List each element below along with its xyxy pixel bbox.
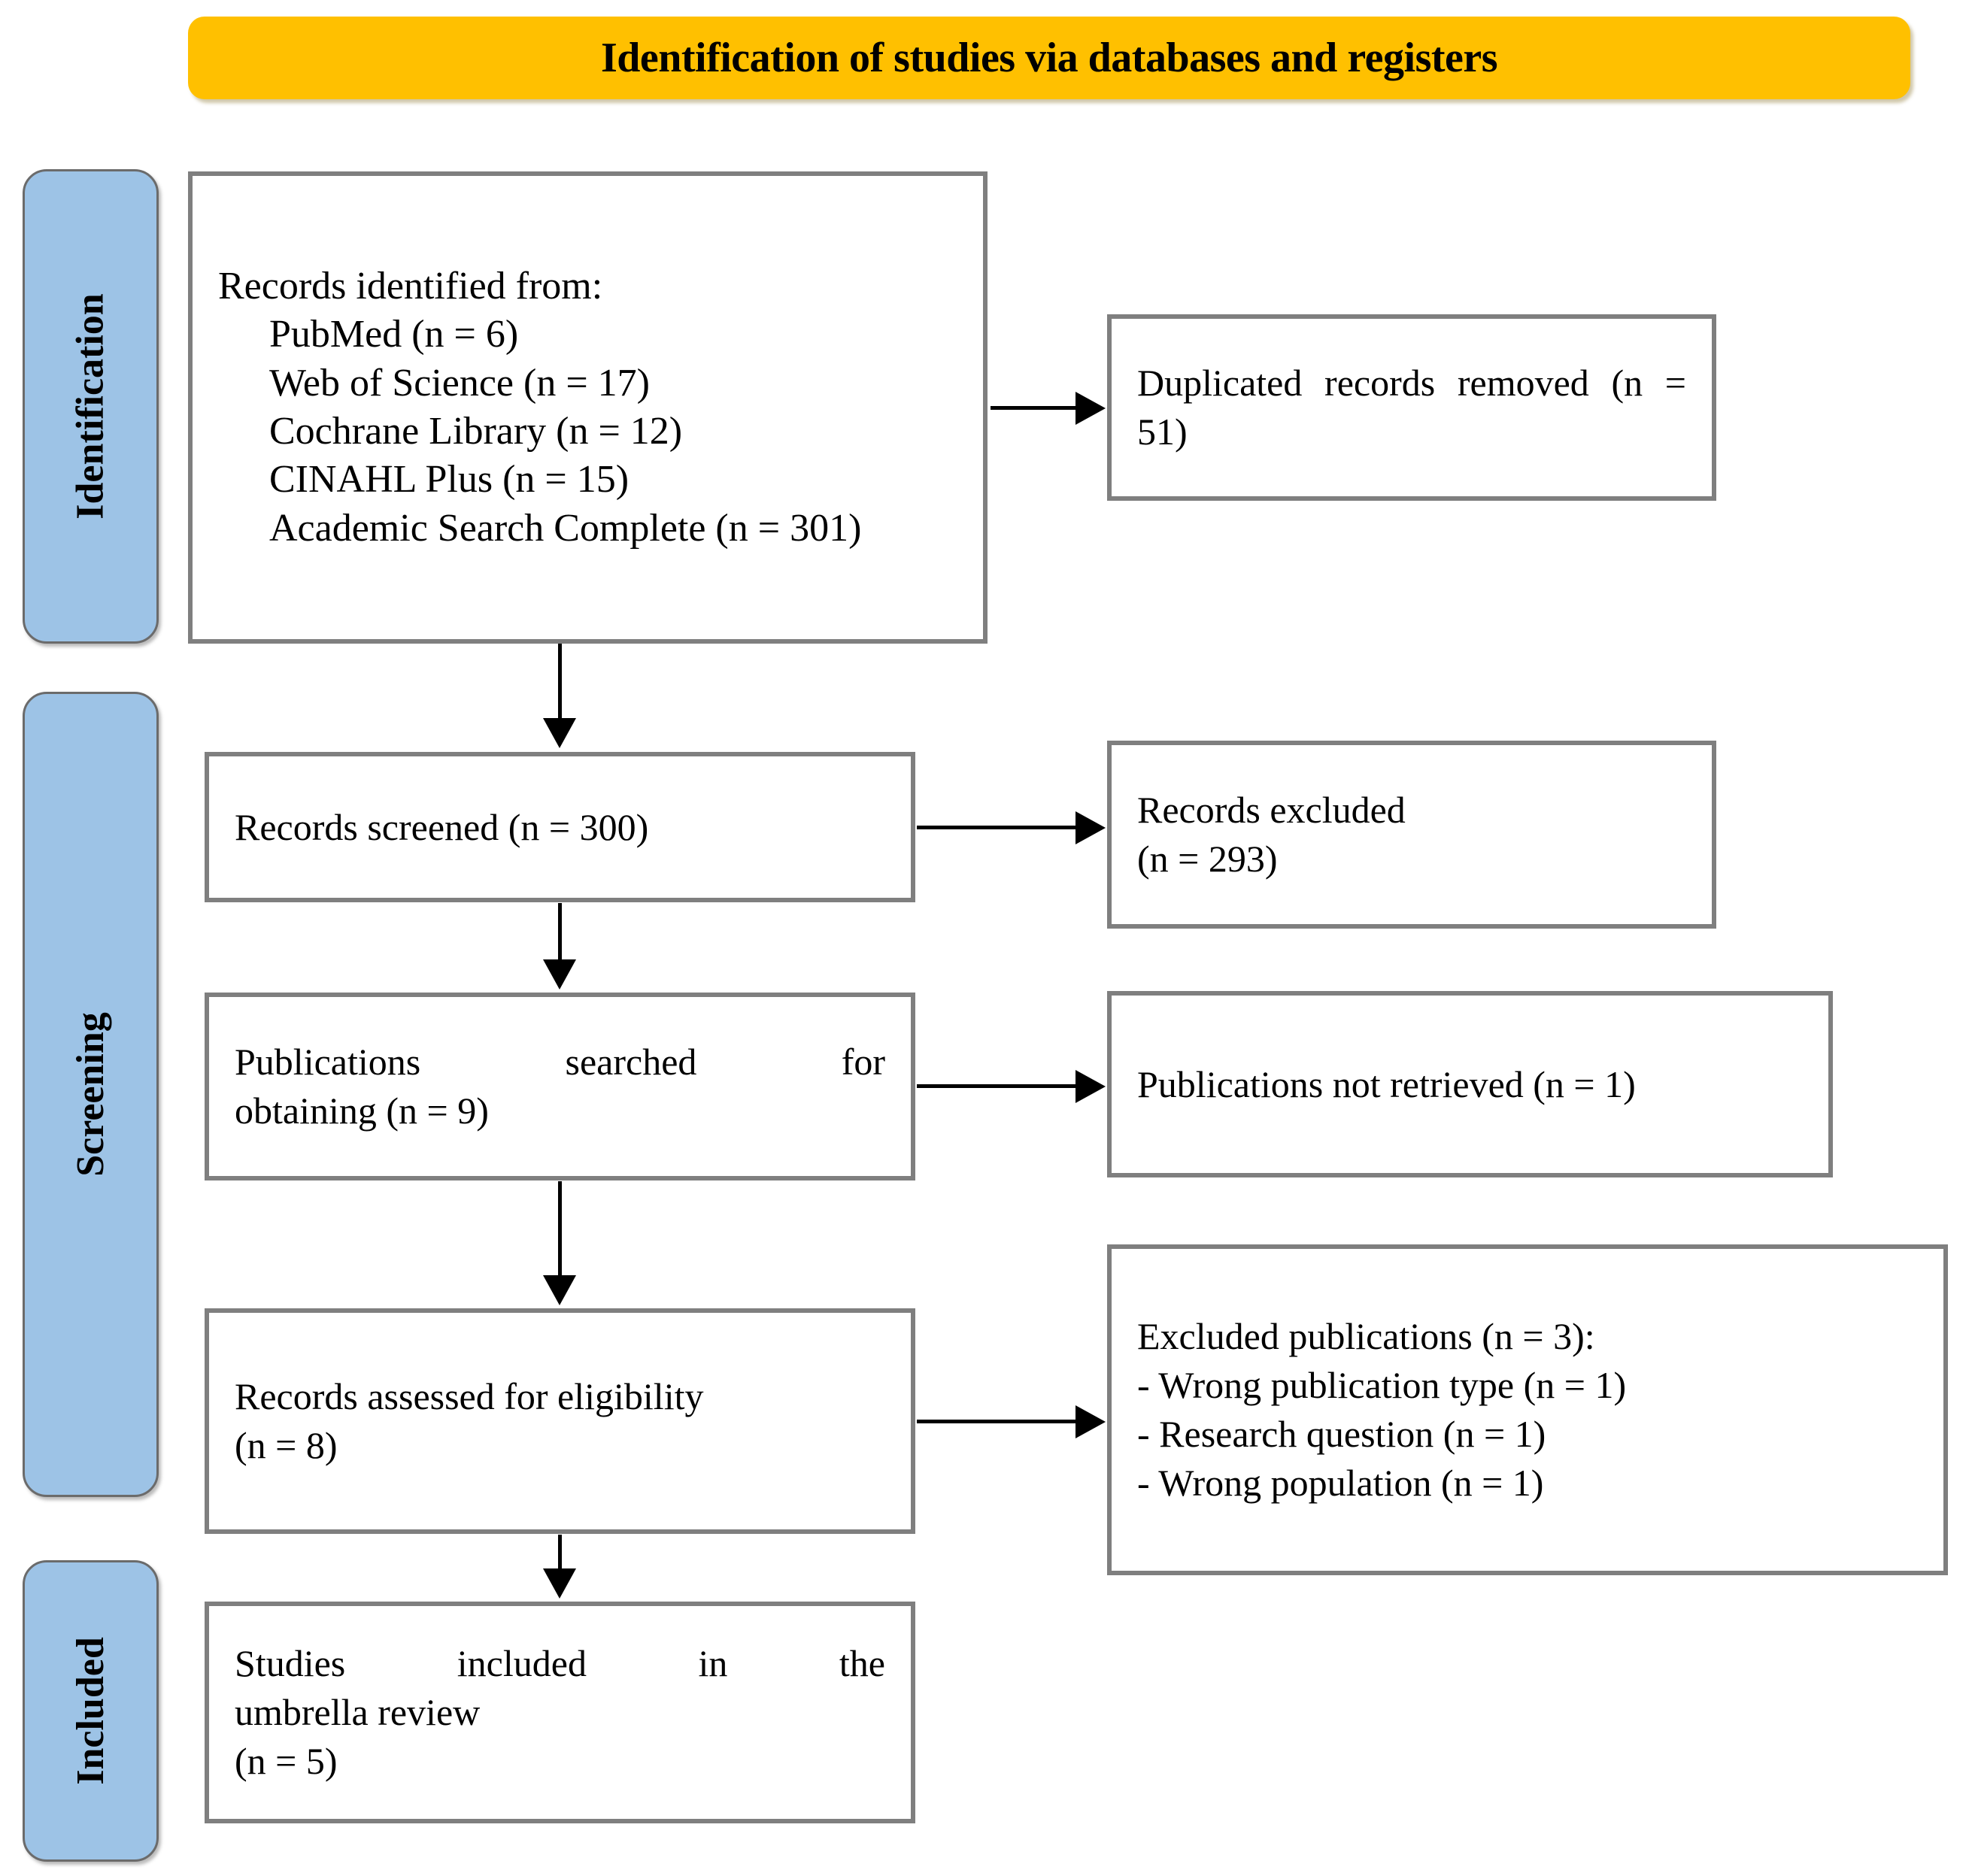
publications-searched-line1: Publications searched for: [235, 1041, 885, 1083]
page-title: Identification of studies via databases …: [600, 35, 1498, 81]
arrow-down-icon: [543, 1568, 576, 1599]
diagram-header-banner: Identification of studies via databases …: [188, 17, 1910, 99]
excluded-publications-heading: Excluded publications (n = 3):: [1137, 1315, 1595, 1357]
box-records-assessed-for-eligibility: Records assessed for eligibility (n = 8): [205, 1308, 915, 1534]
records-identified-heading: Records identified from:: [218, 264, 603, 308]
studies-included-count: (n = 5): [235, 1740, 338, 1782]
source-academic-search-complete: Academic Search Complete (n = 301): [269, 506, 862, 550]
excluded-reason-wrong-publication-type: - Wrong publication type (n = 1): [1137, 1364, 1627, 1406]
stage-label-included: Included: [23, 1560, 159, 1862]
arrow-right-icon: [1075, 1070, 1106, 1103]
arrow-right-icon: [1075, 811, 1106, 844]
source-web-of-science: Web of Science (n = 17): [269, 361, 650, 405]
duplicated-records-removed-text: Duplicated records removed (n = 51): [1137, 362, 1686, 453]
arrow-down-icon: [543, 718, 576, 748]
studies-included-line2: umbrella review: [235, 1691, 481, 1733]
stage-label-screening: Screening: [23, 692, 159, 1497]
box-records-screened: Records screened (n = 300): [205, 752, 915, 902]
box-records-identified: Records identified from: PubMed (n = 6) …: [188, 171, 988, 644]
connector-line: [558, 903, 562, 962]
arrow-down-icon: [543, 959, 576, 990]
connector-line: [558, 1535, 562, 1571]
records-assessed-label: Records assessed for eligibility: [235, 1375, 704, 1417]
box-duplicated-records-removed: Duplicated records removed (n = 51): [1107, 314, 1716, 501]
stage-label-identification-text: Identification: [69, 293, 113, 520]
box-excluded-publications: Excluded publications (n = 3): - Wrong p…: [1107, 1244, 1948, 1575]
records-excluded-count: (n = 293): [1137, 838, 1278, 880]
publications-not-retrieved-text: Publications not retrieved (n = 1): [1137, 1062, 1636, 1105]
connector-line: [917, 826, 1078, 829]
connector-line: [558, 644, 562, 722]
source-pubmed: PubMed (n = 6): [269, 313, 519, 356]
arrow-down-icon: [543, 1275, 576, 1305]
source-cochrane-library: Cochrane Library (n = 12): [269, 410, 683, 453]
excluded-reason-wrong-population: - Wrong population (n = 1): [1137, 1462, 1544, 1504]
records-excluded-label: Records excluded: [1137, 789, 1406, 831]
box-publications-searched: Publications searched for obtaining (n =…: [205, 993, 915, 1180]
connector-line: [558, 1181, 562, 1277]
box-records-excluded: Records excluded (n = 293): [1107, 741, 1716, 929]
stage-label-included-text: Included: [69, 1637, 112, 1785]
connector-line: [917, 1420, 1078, 1423]
connector-line: [991, 406, 1078, 410]
records-screened-text: Records screened (n = 300): [235, 805, 649, 848]
excluded-reason-research-question: - Research question (n = 1): [1137, 1413, 1546, 1455]
connector-line: [917, 1084, 1078, 1088]
box-studies-included: Studies included in the umbrella review …: [205, 1602, 915, 1823]
arrow-right-icon: [1075, 392, 1106, 425]
studies-included-line1: Studies included in the: [235, 1642, 885, 1684]
publications-searched-line2: obtaining (n = 9): [235, 1090, 489, 1132]
source-cinahl-plus: CINAHL Plus (n = 15): [269, 458, 630, 502]
stage-label-screening-text: Screening: [69, 1012, 112, 1177]
box-publications-not-retrieved: Publications not retrieved (n = 1): [1107, 991, 1833, 1177]
stage-label-identification: Identification: [23, 169, 159, 644]
records-assessed-count: (n = 8): [235, 1424, 338, 1466]
arrow-right-icon: [1075, 1405, 1106, 1438]
